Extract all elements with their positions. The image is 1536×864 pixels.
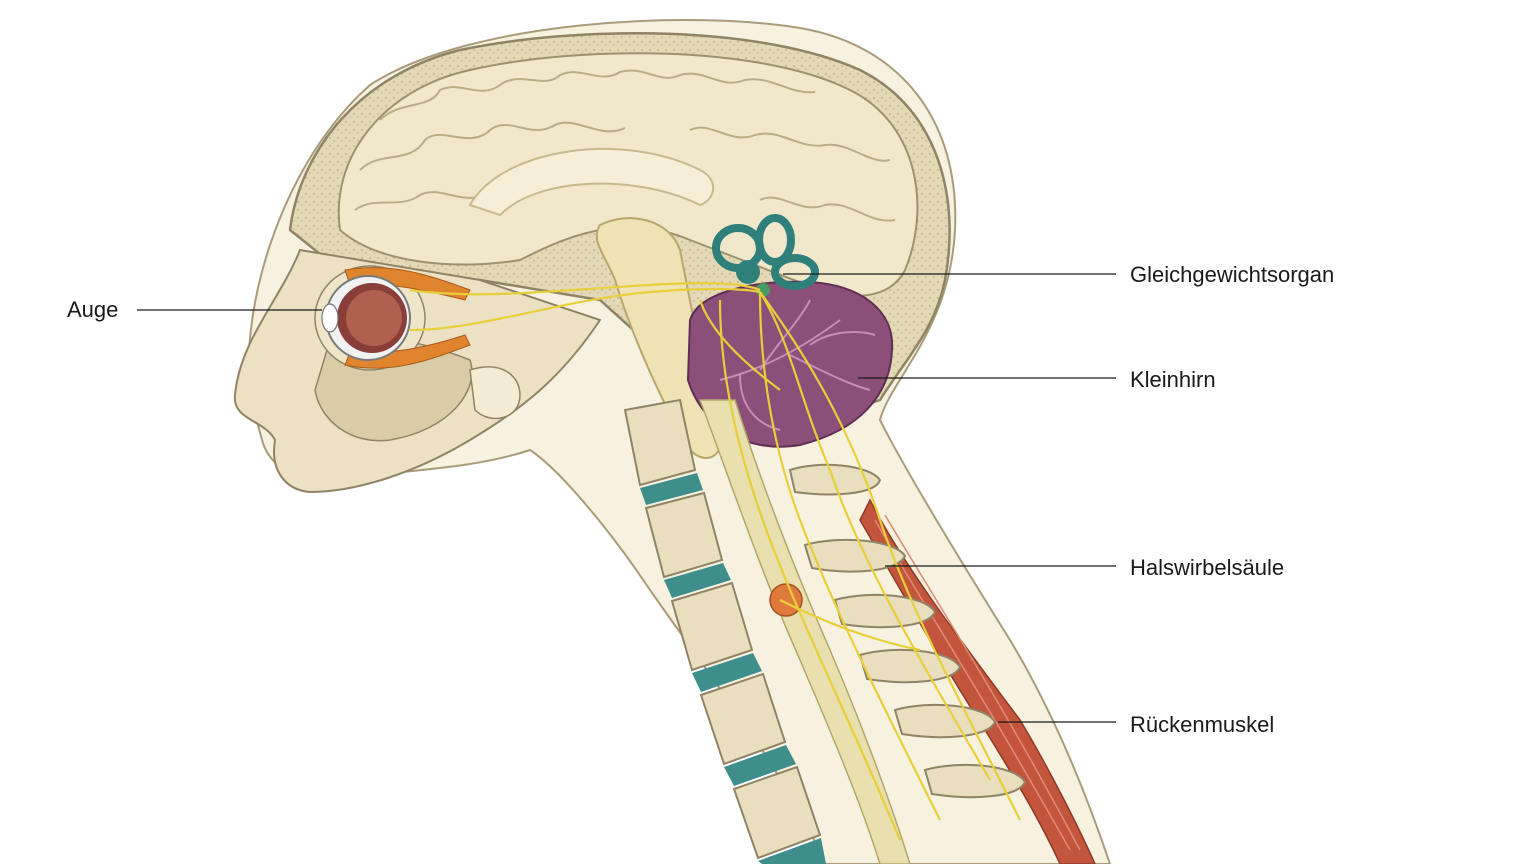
cervical-spine <box>623 398 826 864</box>
sinus <box>469 366 521 420</box>
label-halswirbelsaeule: Halswirbelsäule <box>1130 555 1285 580</box>
vestibule <box>736 260 760 284</box>
label-auge: Auge <box>67 297 119 322</box>
brain-gyri <box>354 69 896 222</box>
eye-lens <box>321 303 339 333</box>
nerve-fibers <box>409 282 1021 841</box>
label-rueckenmuskel: Rückenmuskel <box>1130 712 1275 737</box>
eye-retina <box>346 290 402 346</box>
label-gleichgewichtsorgan: Gleichgewichtsorgan <box>1130 262 1335 287</box>
label-kleinhirn: Kleinhirn <box>1130 367 1216 392</box>
corpus-callosum <box>468 147 715 217</box>
ganglion <box>769 583 803 617</box>
spinous-processes <box>788 463 1027 799</box>
